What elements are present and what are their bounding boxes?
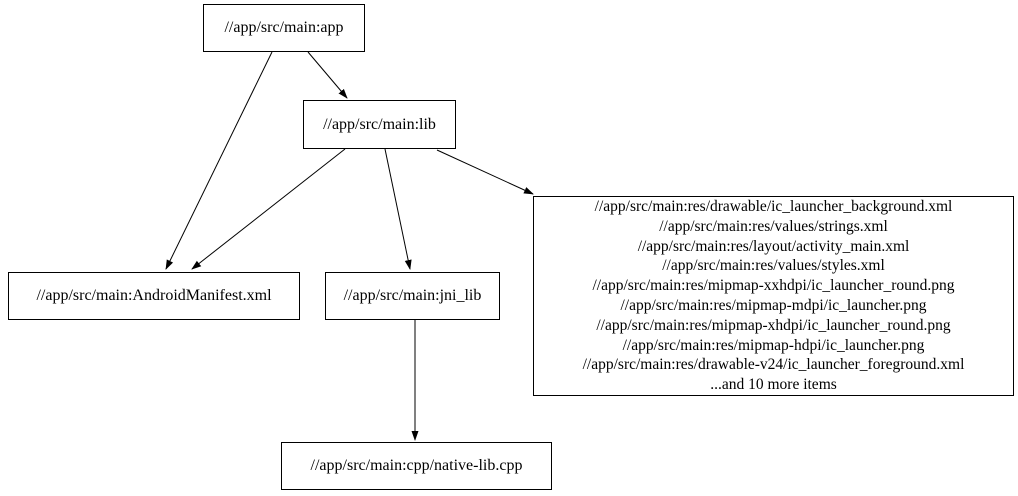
node-label-jni-lib: //app/src/main:jni_lib (343, 287, 482, 304)
graph-node-native-lib: //app/src/main:cpp/native-lib.cpp (281, 442, 552, 490)
res-group-line: //app/src/main:res/mipmap-mdpi/ic_launch… (620, 297, 927, 314)
res-group-line: //app/src/main:res/values/strings.xml (659, 217, 888, 235)
res-group-line: //app/src/main:res/values/styles.xml (662, 257, 885, 275)
res-group-line: //app/src/main:res/mipmap-xhdpi/ic_launc… (596, 316, 951, 334)
edge-lib-to-jni-lib (384, 148, 412, 270)
res-group-more-items: ...and 10 more items (710, 376, 837, 394)
res-group-line: //app/src/main:res/drawable/ic_launcher_… (594, 198, 953, 216)
node-label-native-lib: //app/src/main:cpp/native-lib.cpp (310, 457, 523, 474)
node-label-lib: //app/src/main:lib (323, 115, 436, 133)
edge-lib-to-manifest (191, 148, 346, 270)
node-label-android-manifest: //app/src/main:AndroidManifest.xml (36, 287, 272, 304)
graph-node-res-group: //app/src/main:res/drawable/ic_launcher_… (533, 196, 1014, 396)
graph-node-android-manifest: //app/src/main:AndroidManifest.xml (8, 272, 300, 320)
edge-lib-to-res-group (436, 149, 534, 195)
edge-app-to-manifest (165, 51, 273, 270)
graph-node-lib: //app/src/main:lib (303, 100, 456, 149)
res-group-line: //app/src/main:res/mipmap-hdpi/ic_launch… (622, 336, 925, 354)
res-group-line: //app/src/main:res/drawable-v24/ic_launc… (582, 356, 965, 374)
graph-node-jni-lib: //app/src/main:jni_lib (325, 272, 500, 320)
res-group-line: //app/src/main:res/mipmap-xxhdpi/ic_laun… (592, 277, 955, 295)
res-group-line: //app/src/main:res/layout/activity_main.… (637, 237, 910, 255)
edge-app-to-lib (307, 51, 348, 99)
graph-node-app: //app/src/main:app (203, 4, 365, 52)
node-label-app: //app/src/main:app (224, 19, 344, 36)
